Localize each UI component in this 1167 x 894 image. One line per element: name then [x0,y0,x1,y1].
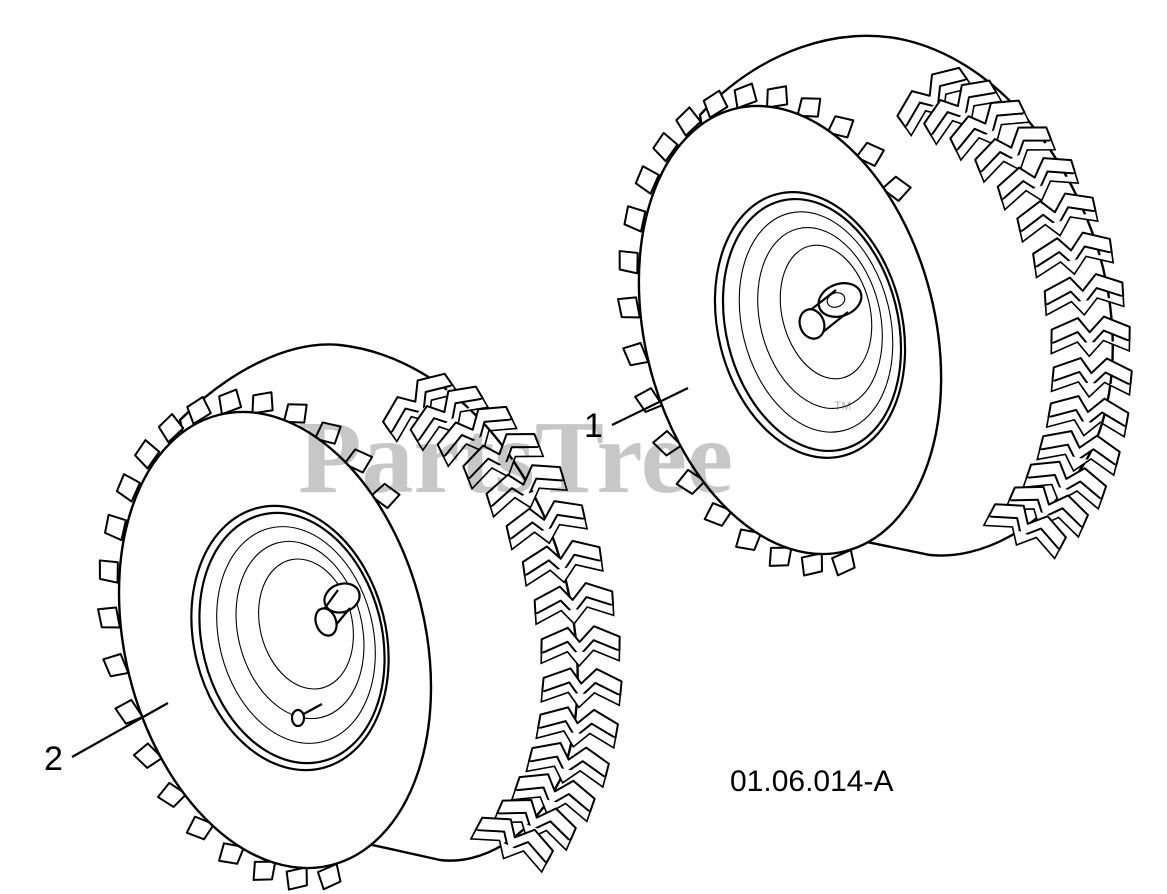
sidewall-lug [251,391,274,415]
sidewall-lug [652,131,679,163]
sidewall-lug [703,502,733,527]
tread-lug-face [1034,252,1115,279]
tread-lug [996,157,1077,202]
tread-lug [533,582,615,616]
callout-number-2: 2 [44,740,63,778]
figure-code: 01.06.014-A [730,765,893,798]
sidewall-lug [768,546,793,567]
tire-sidewall [117,410,433,870]
sidewall-lug [115,473,141,503]
tread-lug-face [1044,296,1125,317]
tire-tread-lugs [382,372,623,874]
tread-lug-face [1050,339,1131,358]
watermark-text: PartsTree [298,400,733,515]
valve-stem [290,703,323,728]
tread-lug-face [489,480,569,519]
callout-number-1: 1 [584,407,603,445]
sidewall-lug [285,866,308,891]
tread-lug [896,66,969,129]
tread-lug-face [469,829,548,874]
sidewall-lug [157,413,185,444]
sidewall-lug [831,549,856,577]
tread-lug-face [508,518,589,551]
sidewall-lug [218,388,243,416]
sidewall-lug [766,85,789,109]
sidewall-lug [370,482,401,510]
sidewall-lug [735,528,763,551]
sidewall-lug [316,862,342,891]
tread-lug [485,464,566,509]
wheel-rim [190,504,390,772]
sidewall-lug [733,82,758,110]
tread-lug-face [540,691,622,709]
tread-lug-face [1050,380,1132,399]
sidewall-lug [634,165,660,195]
sidewall-lug [622,342,650,367]
watermark-trademark: TM [834,399,851,413]
sidewall-lug [102,652,130,678]
sidewall-lug [800,552,824,577]
sidewall-lug [634,387,664,413]
tread-lug [462,433,541,481]
sidewall-lug [282,403,308,424]
sidewall-lug [623,205,647,233]
sidewall-lug [186,395,212,425]
tread-lug [537,706,619,740]
axle-hub [314,582,361,637]
tread-lug-face [540,649,621,668]
tread-lug-face [1001,173,1080,212]
tread-lug [923,79,998,137]
sidewall-lug [98,559,119,584]
sidewall-lug [616,296,641,319]
sidewall-lug [826,115,855,139]
sidewall-lug [796,97,822,118]
sidewall-lug [114,698,144,725]
tread-lug [1032,231,1113,269]
tread-lug [1050,315,1131,348]
tread-lug [1047,395,1130,428]
sidewall-lug [134,439,161,470]
sidewall-lug [618,250,639,275]
tread-lug [1043,273,1125,307]
watermark: PartsTree TM [298,399,851,515]
sidewall-lug [157,781,188,808]
tread-lug-face [1036,449,1118,477]
tread-lug [436,405,514,459]
sidewall-lug [675,468,706,495]
sidewall-lug [313,421,342,445]
tread-lug [987,503,1067,551]
tread-lug-face [1045,417,1127,438]
callout-2: 2 [44,702,169,778]
sidewall-lug [881,175,912,202]
axle-hub [798,282,863,340]
sidewall-lug [185,815,215,841]
sidewall-lug [104,513,127,542]
sidewall-lugs [97,388,401,891]
wheel-rim [713,191,907,459]
tread-lug-face [1019,211,1099,244]
sidewall-lug [675,106,702,137]
sidewall-lug [97,606,121,629]
tread-lug-face [534,605,615,626]
tire-sidewall [637,104,943,556]
sidewall-lug [702,89,729,119]
sidewall-lug [652,430,683,457]
tread-lug-face [535,728,617,750]
sidewall-lug [218,842,245,865]
sidewall-lug [132,742,164,769]
wheel-assembly-2[interactable] [73,343,623,894]
callout-1: 1 [584,387,689,445]
wheel-assembly-1[interactable] [594,34,1133,587]
tread-lug-face [525,761,607,789]
tread-lug-face [982,516,1061,560]
tire-tread-lugs [896,66,1133,560]
sidewall-lug [252,860,277,881]
tread-lug-face [523,560,604,588]
